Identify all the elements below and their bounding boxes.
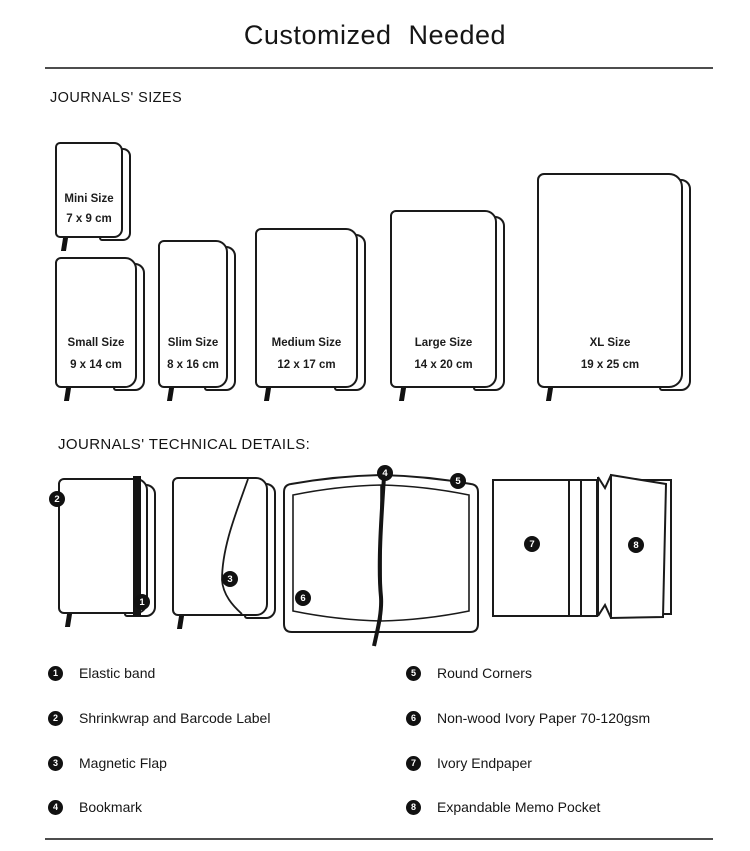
feature-item-magnetic-flap: 3 Magnetic Flap [48, 755, 167, 771]
top-divider [45, 67, 713, 69]
sizes-heading: JOURNALS' SIZES [50, 90, 183, 106]
feature-label: Expandable Memo Pocket [437, 799, 601, 815]
magnetic-flap-curve-icon [221, 479, 249, 614]
journal-size-name: XL Size [589, 337, 631, 350]
bookmark-tab-icon [60, 238, 69, 251]
feature-number-badge: 7 [406, 755, 421, 771]
journal-dimensions: 9 x 14 cm [70, 359, 122, 372]
feature-label: Ivory Endpaper [437, 755, 532, 771]
journal-size-name: Small Size [67, 337, 125, 350]
diagram-endpaper [492, 479, 598, 617]
journal-mini: Mini Size 7 x 9 cm [55, 142, 131, 251]
feature-number-badge: 5 [406, 665, 421, 681]
journal-small: Small Size 9 x 14 cm [55, 257, 145, 401]
feature-item-elastic-band: 1 Elastic band [48, 665, 155, 681]
journal-medium: Medium Size 12 x 17 cm [255, 228, 366, 401]
journal-dimensions: 12 x 17 cm [277, 359, 336, 372]
endpaper-spine-line [568, 481, 570, 615]
journal-size-name: Mini Size [64, 192, 114, 205]
elastic-band-icon [133, 476, 141, 616]
callout-1: 1 [134, 594, 150, 610]
flap-curve-path [221, 479, 249, 614]
bottom-divider [45, 838, 713, 840]
bookmark-tab-icon [263, 388, 272, 401]
feature-label: Round Corners [437, 665, 532, 681]
callout-2: 2 [49, 491, 65, 507]
journal-cover: Mini Size 7 x 9 cm [55, 142, 123, 238]
journal-cover [172, 477, 268, 616]
feature-label: Magnetic Flap [79, 755, 167, 771]
journal-dimensions: 8 x 16 cm [167, 359, 219, 372]
pocket-gusset-bottom-notch [597, 602, 612, 619]
journal-cover: Large Size 14 x 20 cm [390, 210, 497, 388]
journal-dimensions: 7 x 9 cm [66, 213, 112, 226]
diagram-open-journal [281, 462, 481, 650]
journal-label: Mini Size 7 x 9 cm [57, 189, 121, 230]
callout-4: 4 [377, 465, 393, 481]
journal-slim: Slim Size 8 x 16 cm [158, 240, 236, 401]
endpaper-spine-line [580, 481, 582, 615]
feature-number-badge: 2 [48, 710, 63, 726]
journal-cover: Slim Size 8 x 16 cm [158, 240, 228, 388]
feature-item-memo-pocket: 8 Expandable Memo Pocket [406, 799, 600, 815]
journal-cover: XL Size 19 x 25 cm [537, 173, 683, 388]
journal-label: Small Size 9 x 14 cm [57, 333, 135, 377]
diagram-magnetic-flap-journal [172, 477, 276, 629]
callout-6: 6 [295, 590, 311, 606]
callout-8: 8 [628, 537, 644, 553]
journal-cover: Small Size 9 x 14 cm [55, 257, 137, 388]
feature-label: Bookmark [79, 799, 143, 815]
feature-item-ivory-endpaper: 7 Ivory Endpaper [406, 755, 532, 771]
callout-5: 5 [450, 473, 466, 489]
bookmark-tab-icon [545, 388, 554, 401]
journal-label: Medium Size 12 x 17 cm [257, 333, 356, 377]
bookmark-tab-icon [176, 616, 185, 629]
page-title: Customized Needed [243, 20, 507, 50]
callout-7: 7 [524, 536, 540, 552]
feature-item-round-corners: 5 Round Corners [406, 665, 532, 681]
bookmark-tab-icon [398, 388, 407, 401]
journal-dimensions: 19 x 25 cm [580, 359, 640, 372]
journal-cover: Medium Size 12 x 17 cm [255, 228, 358, 388]
feature-item-ivory-paper: 6 Non-wood Ivory Paper 70-120gsm [406, 710, 650, 726]
open-journal-pages [292, 484, 470, 622]
feature-number-badge: 3 [48, 755, 63, 771]
feature-label: Elastic band [79, 665, 156, 681]
pocket-gusset-top-notch [597, 474, 612, 491]
journal-large: Large Size 14 x 20 cm [390, 210, 505, 401]
feature-number-badge: 1 [48, 665, 63, 681]
journal-size-name: Medium Size [271, 337, 342, 350]
feature-number-badge: 8 [406, 799, 421, 815]
journal-label: XL Size 19 x 25 cm [539, 333, 681, 377]
feature-label: Non-wood Ivory Paper 70-120gsm [437, 710, 651, 726]
feature-number-badge: 4 [48, 799, 63, 815]
feature-item-shrinkwrap: 2 Shrinkwrap and Barcode Label [48, 710, 270, 726]
technical-heading: JOURNALS' TECHNICAL DETAILS: [58, 436, 311, 453]
bookmark-tab-icon [63, 388, 72, 401]
feature-label: Shrinkwrap and Barcode Label [79, 710, 271, 726]
bookmark-tab-icon [64, 614, 73, 627]
journal-size-name: Large Size [414, 337, 473, 350]
journal-label: Slim Size 8 x 16 cm [160, 333, 226, 377]
callout-3: 3 [222, 571, 238, 587]
journal-size-name: Slim Size [167, 337, 219, 350]
journal-xl: XL Size 19 x 25 cm [537, 173, 691, 401]
diagram-elastic-band-journal [58, 476, 156, 627]
ribbon-bookmark-icon [372, 476, 386, 647]
feature-item-bookmark: 4 Bookmark [48, 799, 142, 815]
open-journal-icon [283, 473, 479, 647]
journal-dimensions: 14 x 20 cm [414, 359, 473, 372]
bookmark-tab-icon [166, 388, 175, 401]
journal-label: Large Size 14 x 20 cm [392, 333, 495, 377]
feature-number-badge: 6 [406, 710, 421, 726]
